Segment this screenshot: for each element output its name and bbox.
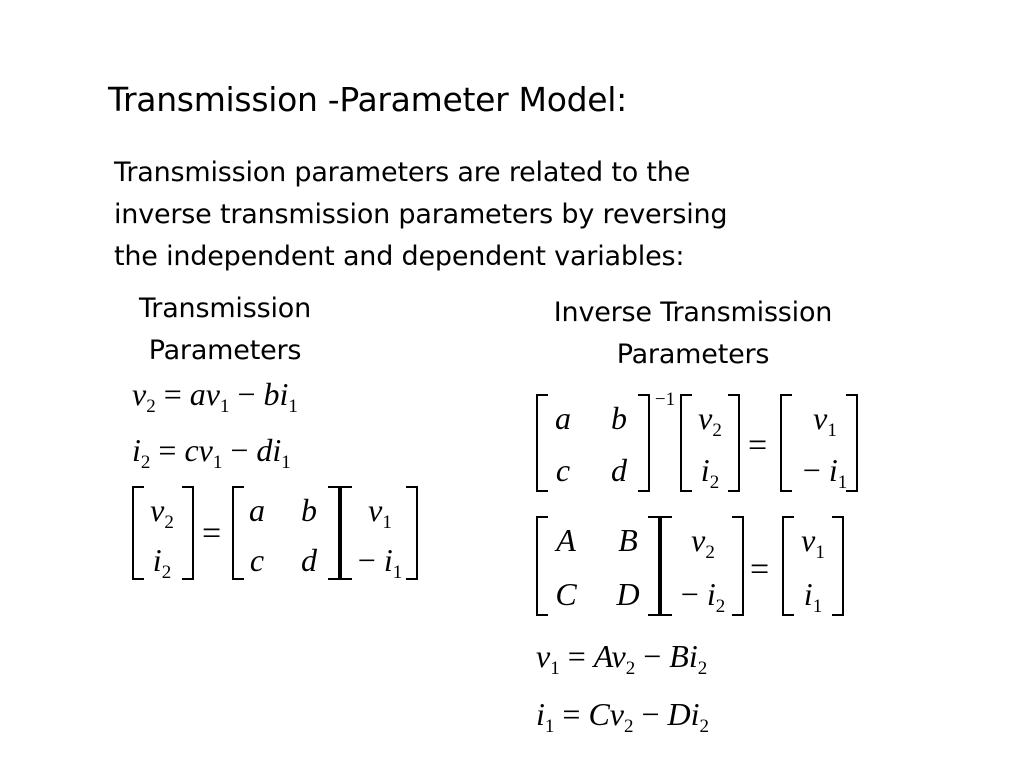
bracket-left <box>782 516 794 616</box>
equation-i1: i1=Cv2−Di2 <box>536 696 710 737</box>
intro-line-1: Transmission parameters are related to t… <box>114 157 691 188</box>
bracket-right <box>648 516 660 616</box>
right-caption-line-1: Inverse Transmission <box>553 297 833 328</box>
inverse-matrix-equation: a b c d −1 v2 i2 = v1 − i1 <box>532 389 872 498</box>
bracket-right <box>846 394 858 492</box>
bracket-right <box>832 516 844 616</box>
intro-paragraph: Transmission parameters are related to t… <box>114 152 884 278</box>
equation-v2: v2=av1−bi1 <box>132 376 298 417</box>
intro-line-2: inverse transmission parameters by rever… <box>114 199 728 230</box>
bracket-left <box>340 486 352 580</box>
left-caption-line-1: Transmission <box>138 293 312 324</box>
equation-v1: v1=Av2−Bi2 <box>536 638 708 679</box>
left-caption: Transmission Parameters <box>108 288 342 372</box>
right-caption-line-2: Parameters <box>616 339 770 370</box>
intro-line-3: the independent and dependent variables: <box>114 241 685 272</box>
bracket-right <box>638 394 650 492</box>
inverse-exponent: −1 <box>654 389 676 410</box>
bracket-right <box>182 486 194 580</box>
bracket-left <box>232 486 244 580</box>
bracket-right <box>406 486 418 580</box>
bracket-right <box>328 486 340 580</box>
bracket-left <box>660 516 672 616</box>
abcd-matrix-equation: A B C D v2 − i2 = v1 i1 <box>532 512 852 620</box>
right-caption: Inverse Transmission Parameters <box>508 292 878 376</box>
slide-title: Transmission -Parameter Model: <box>108 80 627 119</box>
bracket-left <box>536 516 548 616</box>
bracket-left <box>680 394 692 492</box>
left-matrix-equation: v2 i2 = a b c d v1 − i1 <box>128 484 428 584</box>
bracket-left <box>536 394 548 492</box>
bracket-left <box>780 394 792 492</box>
bracket-right <box>728 394 740 492</box>
left-caption-line-2: Parameters <box>148 335 302 366</box>
equation-i2: i2=cv1−di1 <box>132 432 291 473</box>
bracket-left <box>132 486 144 580</box>
bracket-right <box>732 516 744 616</box>
